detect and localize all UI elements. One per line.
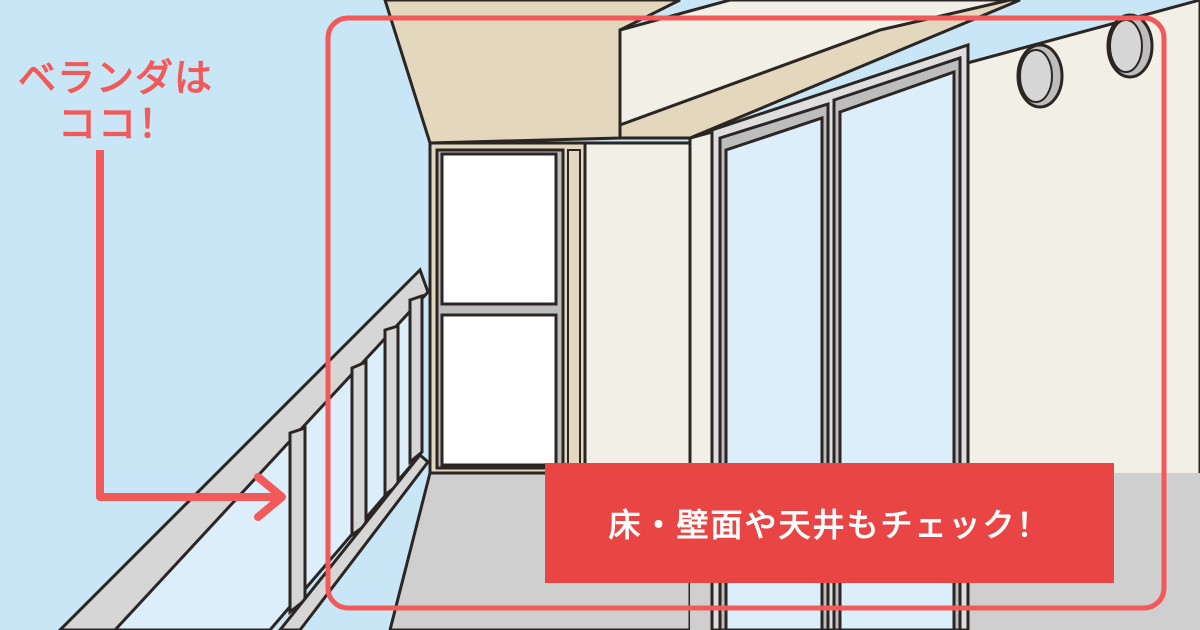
railing-post-3 [350,359,368,538]
highlight-frame [325,15,1167,611]
railing-post-2 [383,323,400,499]
ceiling-light-2-inner [1109,19,1143,73]
arrow-head-icon [254,473,286,521]
label-veranda-line2: ココ！ [58,102,179,146]
back-wall [583,141,692,475]
back-door-side-strip [567,149,581,469]
railing-top-rail [57,267,430,630]
beam-underside [618,0,1021,140]
railing-post-4 [288,425,307,616]
back-door-pane-top [440,152,558,306]
callout-banner: 床・壁面や天井もチェック！ [545,463,1114,583]
ceiling-light-1-inner [1019,49,1053,103]
railing-post-1 [408,293,424,466]
back-door-pane-bottom [440,313,558,467]
label-veranda-line1: ベランダは [18,56,214,100]
arrow-icon [96,150,278,501]
callout-text: 床・壁面や天井もチェック！ [608,506,1051,544]
